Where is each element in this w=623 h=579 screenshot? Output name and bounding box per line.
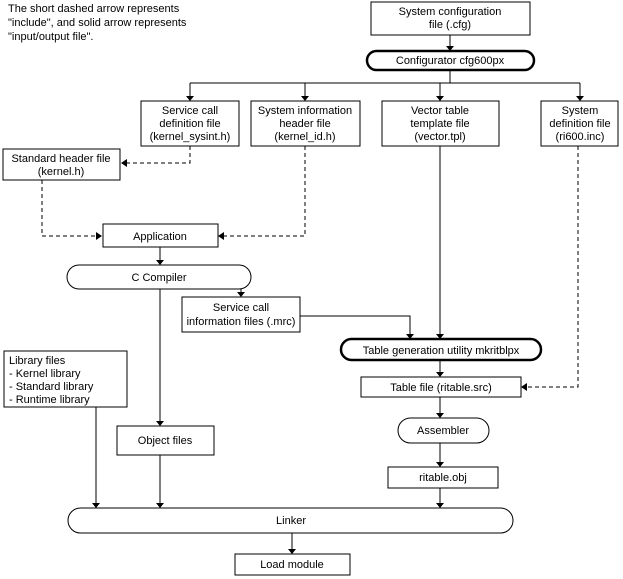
arrowhead <box>156 260 164 265</box>
arrowhead <box>576 96 584 101</box>
node-assembler: Assembler <box>397 417 490 444</box>
node-label: definition file <box>159 118 220 130</box>
node-service-call-definition-file: Service call definition file (kernel_sys… <box>140 100 240 147</box>
node-label: Object files <box>138 435 193 447</box>
node-table-generation-utility: Table generation utility mkritblpx <box>339 337 543 362</box>
node-label: Linker <box>276 515 306 527</box>
arrowhead <box>436 372 444 377</box>
arrowhead <box>406 334 414 339</box>
legend-note-line-3: "input/output file". <box>8 31 93 43</box>
node-object-files: Object files <box>116 425 215 456</box>
node-load-module: Load module <box>234 553 351 576</box>
arrowhead <box>121 159 127 167</box>
arrowhead <box>156 421 164 426</box>
node-vector-table-template-file: Vector table template file (vector.tpl) <box>381 100 500 147</box>
node-system-configuration-file: System configuration file (.cfg) <box>370 1 531 36</box>
legend-note-line-2: "include", and solid arrow represents <box>8 17 187 29</box>
node-label: (kernel.h) <box>38 166 84 178</box>
connectors <box>41 35 584 554</box>
node-label: file (.cfg) <box>429 19 471 31</box>
node-label: Load module <box>260 559 324 571</box>
include-sys-def-to-table-file <box>527 146 579 388</box>
arrowhead <box>436 503 444 508</box>
node-label: Table file (ritable.src) <box>390 382 491 394</box>
node-label: Assembler <box>417 425 469 437</box>
node-label: (ri600.inc) <box>556 131 605 143</box>
arrowhead <box>436 334 444 339</box>
node-label: definition file <box>549 118 610 130</box>
node-label: - Kernel library <box>9 368 81 380</box>
arrowhead <box>96 232 102 240</box>
node-label: (kernel_sysint.h) <box>150 131 231 143</box>
node-label: - Runtime library <box>9 394 90 406</box>
node-linker: Linker <box>67 507 514 534</box>
node-label: information files (.mrc) <box>187 316 296 328</box>
node-configurator: Configurator cfg600px <box>365 49 536 72</box>
arrowhead <box>186 96 194 101</box>
node-label: Table generation utility mkritblpx <box>363 345 520 357</box>
node-system-information-header-file: System information header file (kernel_i… <box>250 100 361 147</box>
node-table-file: Table file (ritable.src) <box>360 376 522 398</box>
arrowhead <box>521 383 527 391</box>
arrowhead <box>436 413 444 418</box>
node-label: Configurator cfg600px <box>396 55 505 67</box>
arrowhead <box>237 292 245 297</box>
node-label: Standard header file <box>11 153 110 165</box>
node-standard-header-file: Standard header file (kernel.h) <box>2 148 121 181</box>
include-service-call-def-to-std-header <box>126 146 191 164</box>
node-library-files: Library files - Kernel library - Standar… <box>3 350 128 408</box>
node-label: Vector table <box>411 105 469 117</box>
include-std-header-to-application <box>41 180 96 237</box>
node-application: Application <box>102 223 219 248</box>
arrowhead <box>288 549 296 554</box>
node-label: ritable.obj <box>419 472 467 484</box>
arrowhead <box>301 96 309 101</box>
node-ritable-obj: ritable.obj <box>387 466 499 489</box>
node-system-definition-file: System definition file (ri600.inc) <box>540 100 619 147</box>
legend-note-line-1: The short dashed arrow represents <box>8 3 180 15</box>
node-label: Service call <box>213 302 269 314</box>
node-label: System information <box>258 105 352 117</box>
arrowhead <box>156 503 164 508</box>
node-label: - Standard library <box>9 381 94 393</box>
arrow-service-call-info-to-table-gen <box>300 315 411 334</box>
arrowhead <box>436 462 444 467</box>
arrowhead <box>446 46 454 51</box>
arrowhead <box>92 503 100 508</box>
node-label: Service call <box>162 105 218 117</box>
node-label: (vector.tpl) <box>414 131 465 143</box>
arrowhead <box>436 96 444 101</box>
node-label: Application <box>133 231 187 243</box>
arrowhead <box>218 232 224 240</box>
node-label: (kernel_id.h) <box>274 131 335 143</box>
node-label: template file <box>410 118 469 130</box>
node-label: header file <box>279 118 330 130</box>
include-sys-info-header-to-application <box>224 146 306 237</box>
node-label: System configuration <box>399 6 502 18</box>
node-c-compiler: C Compiler <box>66 264 252 290</box>
node-label: C Compiler <box>131 272 186 284</box>
node-label: System <box>562 105 599 117</box>
node-label: Library files <box>9 355 66 367</box>
node-service-call-information-files: Service call information files (.mrc) <box>181 296 301 333</box>
